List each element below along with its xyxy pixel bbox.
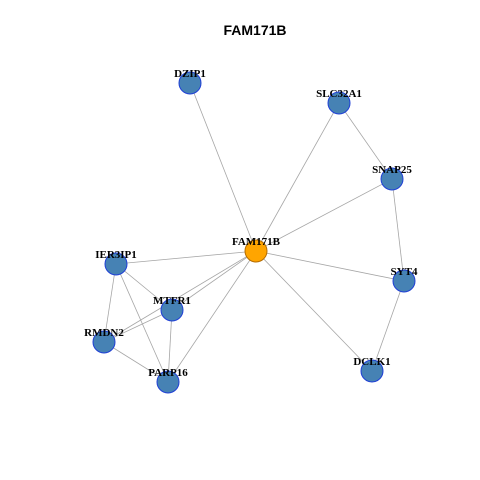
node-dclk1[interactable]: [360, 359, 384, 383]
edge-syt4-dclk1: [371, 280, 405, 372]
node-label-syt4: SYT4: [391, 266, 418, 278]
node-ier3ip1[interactable]: [104, 252, 128, 276]
node-syt4[interactable]: [392, 269, 416, 293]
edge-ier3ip1-parp16: [115, 263, 169, 383]
node-label-fam171b: FAM171B: [232, 236, 281, 248]
edge-fam171b-snap25: [255, 178, 393, 252]
node-label-ier3ip1: IER3IP1: [95, 249, 137, 261]
edge-fam171b-syt4: [255, 250, 405, 282]
nodes-layer: [92, 71, 416, 394]
node-label-snap25: SNAP25: [372, 164, 412, 176]
edge-slc32a1-snap25: [338, 102, 393, 180]
node-label-dzip1: DZIP1: [174, 68, 206, 80]
node-fam171b[interactable]: [244, 239, 268, 263]
node-slc32a1[interactable]: [327, 91, 351, 115]
edge-mtfr1-parp16: [167, 309, 173, 383]
node-mtfr1[interactable]: [160, 298, 184, 322]
edge-ier3ip1-mtfr1: [115, 263, 173, 311]
edge-fam171b-slc32a1: [255, 102, 340, 252]
node-label-rmdn2: RMDN2: [84, 327, 124, 339]
edges-layer: [103, 82, 405, 383]
edge-fam171b-ier3ip1: [115, 250, 257, 265]
node-dzip1[interactable]: [178, 71, 202, 95]
edge-mtfr1-rmdn2: [103, 309, 173, 343]
node-snap25[interactable]: [380, 167, 404, 191]
edge-rmdn2-parp16: [103, 341, 169, 383]
edge-fam171b-dclk1: [255, 250, 373, 372]
node-label-slc32a1: SLC32A1: [316, 88, 362, 100]
node-parp16[interactable]: [156, 370, 180, 394]
edge-fam171b-mtfr1: [171, 250, 257, 311]
graph-title: FAM171B: [223, 22, 286, 38]
node-rmdn2[interactable]: [92, 330, 116, 354]
edge-snap25-syt4: [391, 178, 405, 282]
node-label-mtfr1: MTFR1: [153, 295, 191, 307]
node-label-dclk1: DCLK1: [353, 356, 390, 368]
edge-fam171b-parp16: [167, 250, 257, 383]
edge-ier3ip1-rmdn2: [103, 263, 117, 343]
edge-fam171b-dzip1: [189, 82, 257, 252]
edge-fam171b-rmdn2: [103, 250, 257, 343]
node-label-parp16: PARP16: [148, 367, 188, 379]
